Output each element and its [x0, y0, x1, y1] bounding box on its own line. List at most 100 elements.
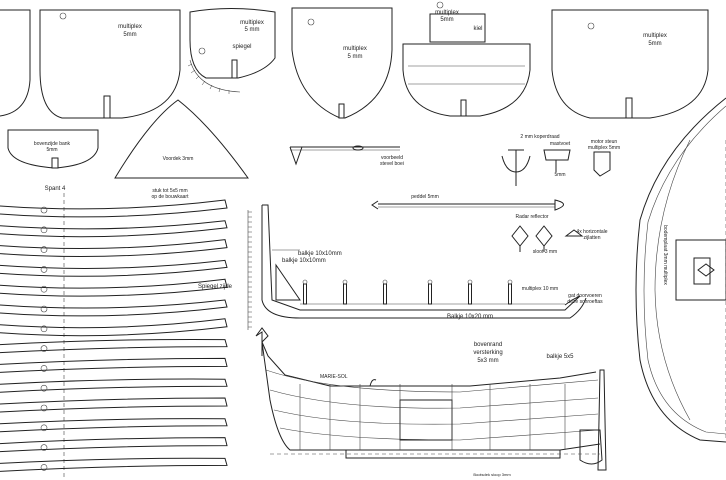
label-hull-name: MARIE-SOL — [320, 374, 348, 380]
keel-notch-4 — [460, 99, 467, 117]
bulkhead-panel-1 — [39, 9, 181, 119]
panel-4-top-block — [429, 13, 486, 43]
keel-post — [303, 283, 307, 305]
rib-strip — [0, 457, 228, 472]
rib-part-marker — [40, 206, 48, 214]
rib-strip — [0, 220, 228, 238]
rib-part-marker — [40, 345, 48, 352]
hull-top-view — [635, 97, 726, 443]
anchor-part — [501, 149, 531, 186]
label-spant4: Spant 4 — [45, 186, 66, 192]
label-bovenkant-1: voorbeeld — [381, 155, 403, 161]
label-spiegel-zijde: Spiegel zijde — [198, 284, 233, 290]
keel-notch-5 — [625, 97, 633, 119]
keel-post-marker — [467, 279, 473, 285]
rib-part-marker — [40, 325, 48, 333]
rib-strip — [0, 299, 228, 317]
rib-strip — [0, 437, 228, 453]
rib-strip — [0, 199, 228, 218]
label-voordek: Voordek 3mm — [163, 156, 194, 162]
rib-part-marker — [40, 285, 48, 293]
label-balkje-a: balkje 10x10mm — [298, 251, 342, 257]
spiegel-panel — [189, 8, 276, 79]
keel-notch-spiegel — [231, 59, 238, 79]
rib-strip — [0, 318, 228, 337]
label-kiel: kiel — [473, 26, 482, 32]
keel-post — [468, 283, 472, 305]
label-multiplex-spiegel: multiplex — [240, 20, 264, 26]
spiegel-ticks — [187, 63, 230, 94]
keel-post — [428, 283, 432, 305]
label-bovenrand-1: bovenrand — [474, 342, 502, 348]
label-peddel: peddel 5mm — [411, 194, 439, 200]
label-5mm-3: 5 mm — [348, 54, 363, 60]
label-horizontaal-2: zijlatten — [584, 235, 601, 241]
keel-post-marker — [507, 279, 513, 285]
label-bodem: bodemplaat 3mm multiplex — [662, 225, 668, 285]
label-multiplex-1: multiplex — [118, 24, 142, 30]
bench-top-notch — [51, 157, 59, 169]
rib-part-marker — [40, 226, 48, 234]
keel-post-marker — [342, 279, 348, 285]
label-stuk-2: op de bouwkaart — [152, 194, 190, 200]
rib-strip — [0, 239, 228, 258]
label-motor-2: multiplex 5mm — [588, 145, 620, 151]
keel-post — [343, 283, 347, 305]
keel-post — [508, 283, 512, 305]
label-multiplex-10: multiplex 10 mm — [522, 286, 558, 292]
keel-posts — [302, 279, 513, 305]
label-gat-1: gat doorvoeren — [568, 293, 602, 299]
bulkhead-panel-0 — [0, 9, 31, 117]
bulkhead-panel-3 — [291, 7, 393, 119]
zijlat-marker — [564, 229, 584, 237]
part-circles-top — [59, 1, 595, 55]
label-5mm-4: 5mm — [440, 17, 453, 23]
label-balkje-bottom: Balkje 10x20 mm — [447, 314, 493, 320]
hull-frames — [299, 384, 566, 450]
rib-strip — [0, 259, 228, 277]
label-bovenrand-2: versterking — [473, 350, 502, 356]
label-5mm-spiegel: 5 mm — [245, 27, 260, 33]
keel-post-marker — [382, 279, 388, 285]
label-multiplex-5: multiplex — [643, 33, 667, 39]
label-bovenzijde-2: 5mm — [46, 147, 57, 153]
boom-part — [289, 145, 400, 166]
keel-post-marker — [302, 279, 308, 285]
label-bovenkant-2: stevel boei — [380, 161, 404, 167]
rib-part-marker — [40, 464, 48, 471]
label-motor-1: motor steun — [591, 139, 618, 145]
hull-side-view — [255, 327, 607, 471]
rib-part-marker — [40, 444, 48, 451]
rib-part-marker — [40, 404, 48, 412]
rib-part-marker — [40, 305, 48, 313]
label-gat-2: deze schroeftas — [567, 299, 603, 305]
keel-notch-1 — [103, 95, 111, 119]
keel-post-marker — [427, 279, 433, 285]
label-mast-1: mastvoet — [550, 141, 571, 147]
rib-strip — [0, 397, 228, 413]
label-balkje-5x5: balkje 5x5 — [546, 354, 574, 360]
spiegel-arc-scale — [189, 59, 241, 93]
label-horizontaal-1: 4x horizontale — [576, 229, 607, 235]
mast-foot-part — [543, 149, 571, 172]
label-mast-2: 5mm — [554, 172, 565, 178]
rib-strip — [0, 357, 228, 373]
rib-strips — [0, 199, 228, 472]
rib-strip — [0, 338, 228, 354]
bulkhead-panel-4 — [402, 43, 531, 117]
label-5mm-5: 5mm — [648, 41, 661, 47]
rib-part-marker — [40, 266, 48, 273]
keel-notch-3 — [338, 103, 345, 119]
label-bovenrand-3: 5x3 mm — [477, 358, 498, 364]
motor-bracket-part — [593, 151, 611, 177]
foredeck-panel — [114, 99, 249, 179]
label-spiegel: spiegel — [232, 44, 251, 50]
label-bovenzijde-1: bovenzijde bank — [34, 141, 71, 147]
rib-part-marker — [40, 246, 48, 253]
label-balkje-b: balkje 10x10mm — [282, 258, 326, 264]
keel-scale-ticks — [248, 211, 252, 328]
rib-part-marker — [40, 384, 48, 392]
rib-strip — [0, 418, 228, 433]
label-multiplex-4: multiplex — [435, 10, 459, 16]
